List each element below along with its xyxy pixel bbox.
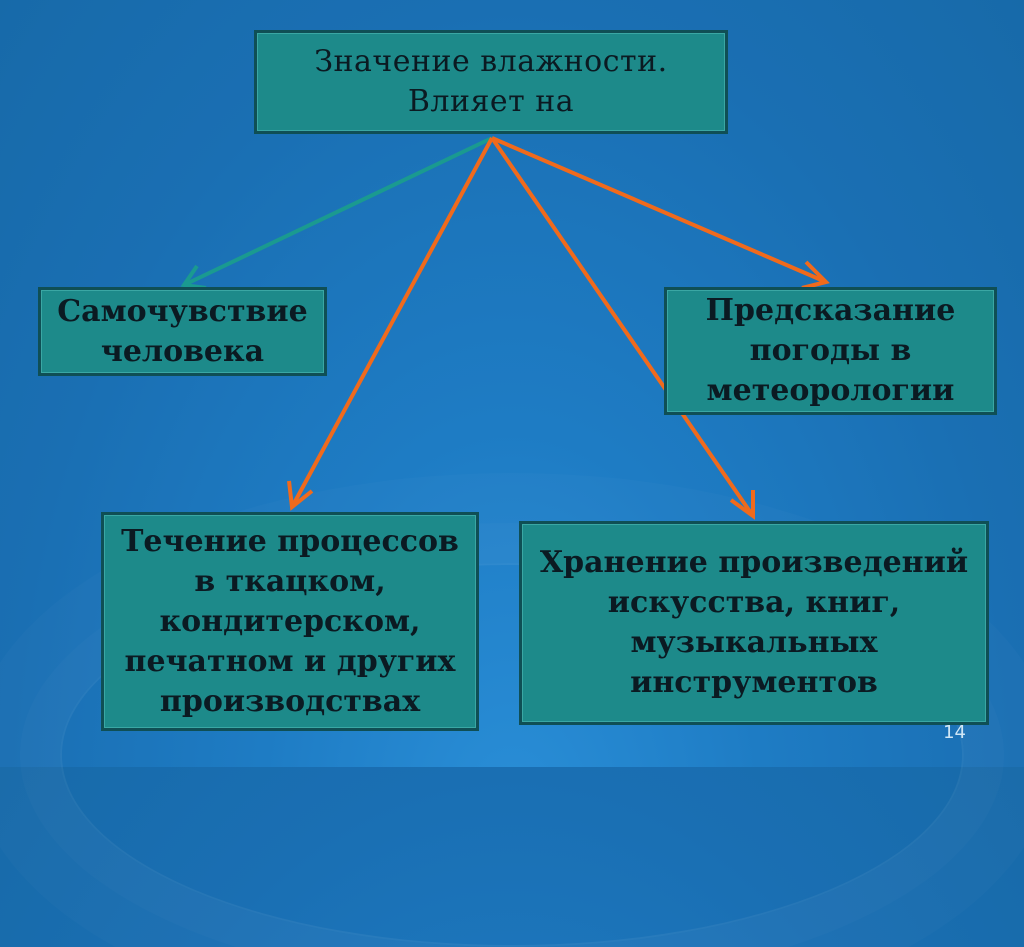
- arrow-to-wellbeing: [183, 136, 493, 287]
- node-forecast-text: Предсказание погоды в метеорологии: [705, 293, 956, 408]
- arrow-to-storage: [490, 136, 755, 518]
- center-node-text: Значение влажности. Влияет на: [314, 44, 668, 119]
- arrow-head-storage: [729, 490, 755, 520]
- node-forecast: Предсказание погоды в метеорологии: [664, 287, 997, 415]
- node-industry: Течение процессов в ткацком, кондитерско…: [101, 512, 479, 731]
- arrow-to-forecast: [491, 136, 827, 284]
- node-wellbeing: Самочувствие человека: [38, 287, 327, 376]
- node-storage: Хранение произведений искусства, книг, м…: [519, 521, 989, 725]
- node-industry-text: Течение процессов в ткацком, кондитерско…: [121, 523, 459, 719]
- node-storage-text: Хранение произведений искусства, книг, м…: [539, 545, 969, 700]
- page-number: 14: [943, 722, 966, 743]
- arrows-layer: [180, 136, 830, 520]
- arrow-head-forecast: [801, 260, 830, 290]
- center-node: Значение влажности. Влияет на: [254, 30, 728, 134]
- node-wellbeing-text: Самочувствие человека: [57, 293, 308, 369]
- arrow-head-industry: [287, 480, 314, 511]
- arrow-to-industry: [290, 137, 494, 508]
